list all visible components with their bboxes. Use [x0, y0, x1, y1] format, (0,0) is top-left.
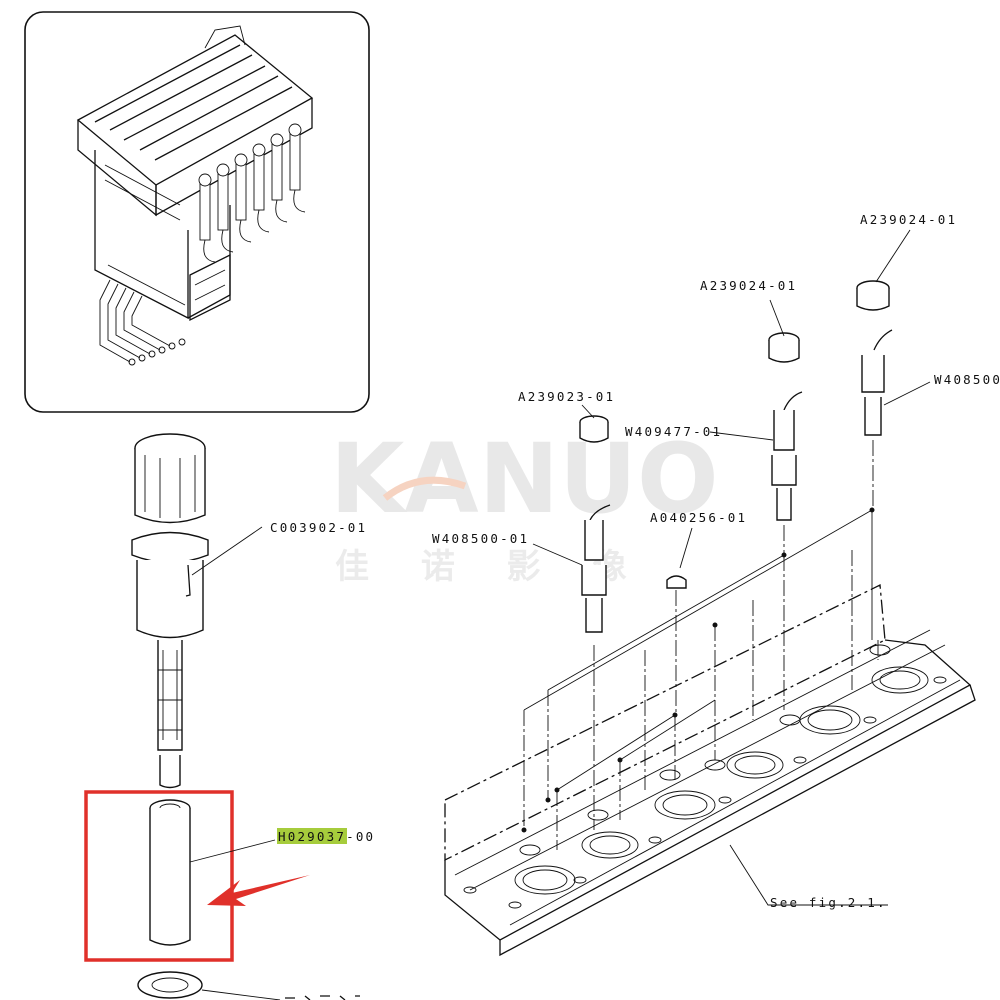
watermark-swoosh: [382, 476, 467, 501]
leader-c003902: [191, 526, 263, 576]
inset-frame: [24, 11, 370, 413]
damper-stack-right: [856, 280, 893, 510]
leader-w408500-right: [883, 381, 931, 406]
damper-stack-middle: [768, 332, 803, 555]
label-a239024-mid: A239024-01: [700, 278, 797, 293]
callout-box: [84, 790, 234, 962]
label-w408500-left: W408500-01: [432, 531, 529, 546]
damper-stack-left: [579, 415, 611, 830]
leader-a239024-right: [875, 229, 911, 283]
label-h029037-highlighted: H029037: [278, 829, 346, 844]
watermark-chinese: 佳 诺 影 像: [335, 547, 647, 587]
label-a040256: A040256-01: [650, 510, 747, 525]
red-arrow: [207, 875, 310, 906]
ink-module-assembly-drawing: [76, 25, 314, 366]
leader-w409477: [709, 431, 774, 441]
watermark: KANUO 佳 诺 影 像: [330, 423, 719, 587]
label-a239024-right: A239024-01: [860, 212, 957, 227]
leader-a040256: [679, 527, 693, 569]
leader-a239024-mid: [769, 299, 785, 337]
leader-h029037: [189, 839, 276, 863]
highlight-h029037: [277, 828, 347, 844]
cap-a040256: [666, 575, 687, 715]
leader-w408500-left: [532, 543, 583, 566]
overview-inset: [24, 11, 370, 413]
label-h029037-suffix: -00: [346, 829, 375, 844]
filter-part-c003902: [131, 433, 209, 789]
label-see-fig: See fig.2.1.: [770, 895, 887, 910]
label-a239023: A239023-01: [518, 389, 615, 404]
bottom-seal-part: [137, 971, 360, 1000]
sleeve-part-h029037: [149, 799, 191, 946]
label-h029037: H029037-00: [278, 829, 375, 844]
watermark-brand: KANUO: [330, 423, 719, 535]
damper-assembly-drawing: [444, 507, 976, 957]
label-w409477: W409477-01: [625, 424, 722, 439]
label-c003902: C003902-01: [270, 520, 367, 535]
label-w408500-right: W408500: [934, 372, 1000, 387]
leader-a239023: [581, 404, 595, 419]
